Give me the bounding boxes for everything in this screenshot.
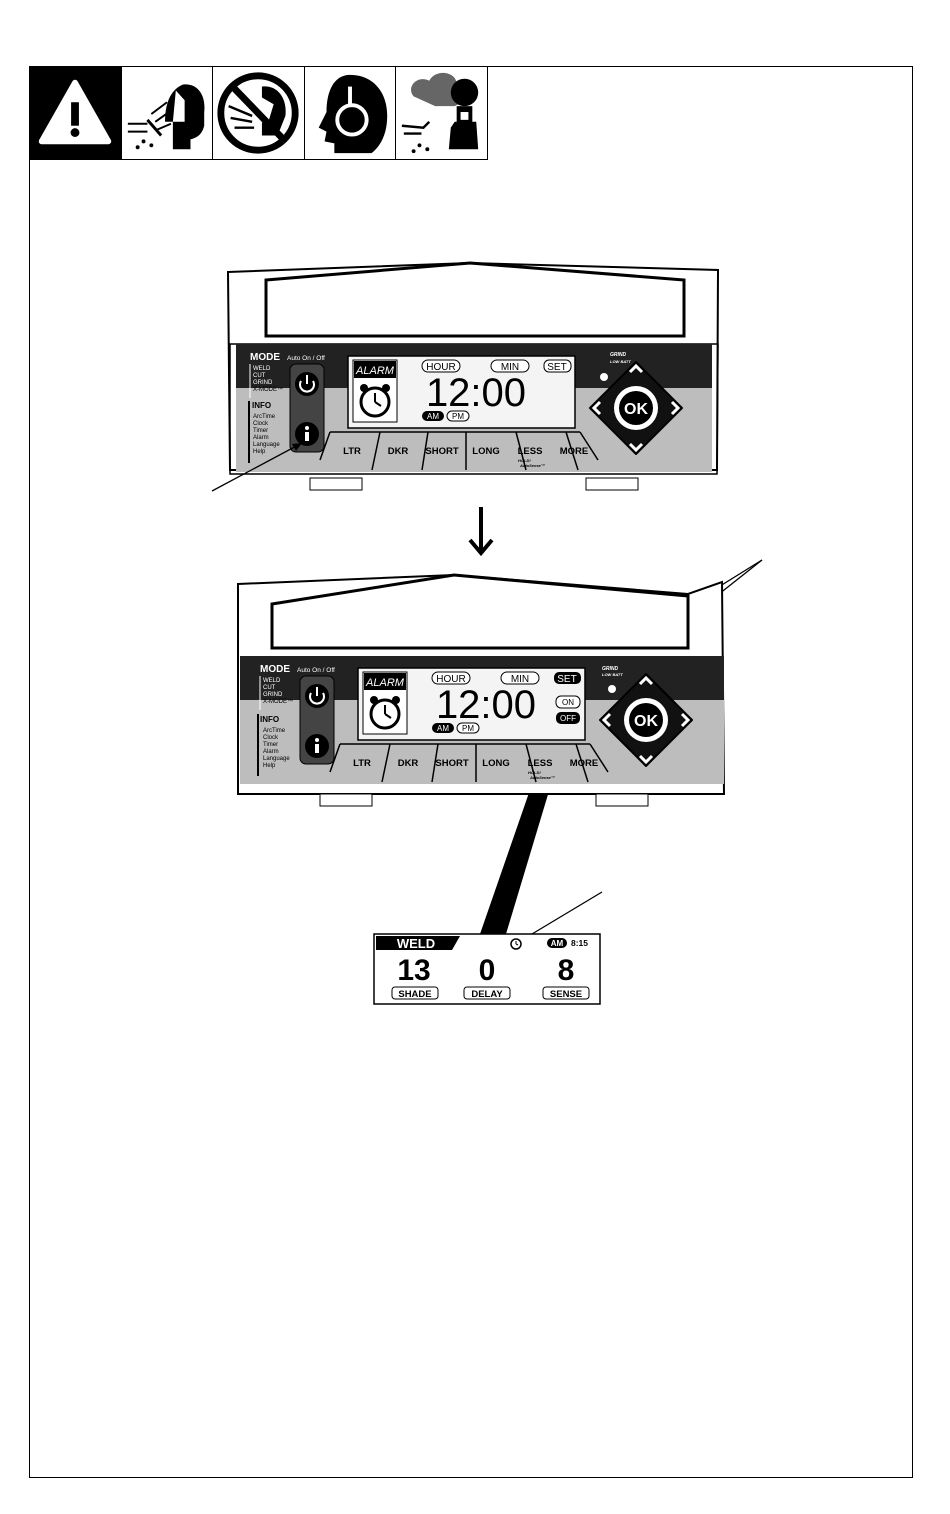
info-item-clock-2: Clock [263, 735, 279, 741]
alarm-clock-icon [359, 384, 391, 418]
less-button-2[interactable]: LESS [528, 758, 553, 769]
am-indicator: AM [427, 412, 439, 421]
weld-status-display: WELD AM 8:15 13 0 8 SHADE DELAY SENSE [373, 933, 601, 1005]
ok-label-2: OK [634, 713, 658, 730]
helmet-control-panel-1: MODE Auto On / Off WELD CUT GRIND X-MODE… [226, 261, 720, 491]
info-item-timer-2: Timer [263, 742, 278, 748]
mode-item-grind: GRIND [253, 380, 273, 386]
alarm-label: ALARM [355, 365, 395, 377]
dkr-button-2[interactable]: DKR [398, 758, 419, 769]
hour-label-2: HOUR [436, 674, 465, 685]
weld-mode-label: WELD [397, 936, 435, 951]
sense-label: SENSE [550, 989, 582, 1000]
info-item-alarm-2: Alarm [263, 749, 279, 755]
less-autosense-label-2: AutoSense™ [529, 775, 555, 780]
alarm-time: 12:00 [426, 371, 526, 415]
mode-item-cut-2: CUT [263, 685, 276, 691]
info-item-clock: Clock [253, 421, 269, 427]
grind-indicator-2: GRIND [602, 666, 619, 672]
power-button-2[interactable] [305, 684, 329, 708]
short-button[interactable]: SHORT [425, 446, 458, 457]
info-item-arctime: ArcTime [253, 414, 276, 420]
am-indicator-2: AM [437, 724, 449, 733]
alarm-clock-icon-2 [369, 696, 401, 730]
mode-item-cut: CUT [253, 373, 266, 379]
weld-clock-time: 8:15 [571, 938, 588, 948]
mode-heading: MODE [250, 352, 280, 363]
less-autosense-label: AutoSense™ [519, 463, 545, 468]
less-hold-label-2: HOLD! [528, 770, 541, 775]
info-item-language-2: Language [263, 756, 290, 762]
auto-onoff-label-2: Auto On / Off [297, 667, 335, 674]
pm-indicator: PM [452, 412, 464, 421]
info-item-language: Language [253, 442, 280, 448]
mode-item-weld-2: WELD [263, 678, 281, 684]
dkr-button[interactable]: DKR [388, 446, 409, 457]
mode-item-grind-2: GRIND [263, 692, 283, 698]
caution-triangle-icon [29, 66, 122, 160]
min-label: MIN [501, 362, 519, 373]
no-unprotected-eyes-icon [212, 66, 305, 160]
alarm-label-2: ALARM [365, 677, 405, 689]
alarm-set-icon [510, 938, 522, 950]
helmet-control-panel-2: MODE Auto On / Off WELD CUT GRIND X-MODE… [237, 573, 726, 807]
info-item-help-2: Help [263, 763, 276, 769]
mode-item-weld: WELD [253, 366, 271, 372]
nav-dpad[interactable]: OK [589, 361, 683, 455]
nav-dpad-2[interactable]: OK [599, 673, 693, 767]
alarm-time-2: 12:00 [436, 683, 536, 727]
lowbatt-indicator-2: LOW BATT [602, 672, 623, 677]
more-button-2[interactable]: MORE [570, 758, 599, 769]
fumes-respirator-icon [395, 66, 488, 160]
info-item-timer: Timer [253, 428, 268, 434]
long-button-2[interactable]: LONG [482, 758, 509, 769]
warning-strip [29, 66, 488, 162]
off-option: OFF [560, 714, 576, 723]
more-button[interactable]: MORE [560, 446, 589, 457]
ltr-button-2[interactable]: LTR [353, 758, 371, 769]
less-hold-label: HOLD! [518, 458, 531, 463]
ltr-button[interactable]: LTR [343, 446, 361, 457]
info-item-help: Help [253, 449, 266, 455]
on-option: ON [562, 698, 574, 707]
short-button-2[interactable]: SHORT [435, 758, 468, 769]
sense-value: 8 [558, 954, 575, 987]
mode-item-xmode-2: X-MODE™ [263, 698, 293, 705]
set-label-2: SET [557, 674, 576, 685]
shade-value: 13 [397, 954, 430, 987]
weld-am-indicator: AM [551, 939, 564, 948]
mode-heading-2: MODE [260, 664, 290, 675]
info-button-2[interactable] [305, 734, 329, 758]
set-label: SET [547, 362, 566, 373]
info-item-arctime-2: ArcTime [263, 728, 286, 734]
min-label-2: MIN [511, 674, 529, 685]
grind-indicator: GRIND [610, 352, 627, 358]
delay-label: DELAY [471, 989, 503, 1000]
info-heading-2: INFO [260, 715, 279, 724]
delay-value: 0 [479, 954, 496, 987]
power-button[interactable] [295, 372, 319, 396]
info-button[interactable] [295, 422, 319, 446]
lowbatt-indicator: LOW BATT [610, 359, 631, 364]
info-heading: INFO [252, 401, 271, 410]
shade-label: SHADE [398, 989, 431, 1000]
info-item-alarm: Alarm [253, 435, 269, 441]
auto-onoff-label: Auto On / Off [287, 355, 325, 362]
long-button[interactable]: LONG [472, 446, 499, 457]
arc-rays-face-shield-icon [120, 66, 214, 160]
pm-indicator-2: PM [462, 724, 474, 733]
ok-label: OK [624, 401, 648, 418]
hour-label: HOUR [426, 362, 455, 373]
less-button[interactable]: LESS [518, 446, 543, 457]
mode-item-xmode: X-MODE™ [253, 386, 283, 393]
